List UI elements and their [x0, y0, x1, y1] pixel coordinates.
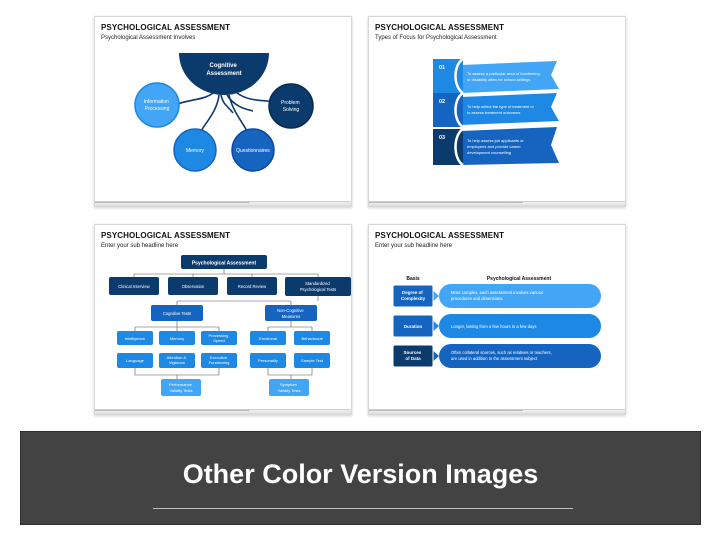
tree-connectors	[133, 269, 319, 379]
svg-text:Executive Functioning: Executive Functioning	[209, 355, 230, 365]
svg-text:Intelligence: Intelligence	[125, 336, 146, 341]
focus-list: 01 To assess a particular area of functi…	[433, 57, 559, 167]
slide-title: PSYCHOLOGICAL ASSESSMENT	[375, 23, 505, 32]
slide-subtitle: Types of Focus for Psychological Assessm…	[375, 35, 497, 41]
node-problem-label: Problem Solving	[281, 100, 301, 113]
cog-item-intelligence	[117, 331, 153, 345]
slide-footer-bar	[95, 201, 351, 206]
svg-text:Record Review: Record Review	[238, 284, 267, 289]
slide-subtitle: Psychological Assessment Involves	[101, 35, 196, 41]
node-questionnaires-label: Questionnaires	[236, 148, 270, 154]
slide-thumbnail-4[interactable]: PSYCHOLOGICAL ASSESSMENT Enter your sub …	[368, 224, 626, 415]
cog-item-memory	[159, 331, 195, 345]
slide-title: PSYCHOLOGICAL ASSESSMENT	[375, 231, 505, 240]
svg-text:Language: Language	[126, 358, 145, 363]
center-shape	[179, 53, 269, 95]
comparison-row-1: Degree of Complexity More complex, each …	[392, 284, 601, 308]
node-questionnaires	[231, 128, 275, 172]
focus-item-3: 03 To help assess job applicants or empl…	[433, 127, 559, 167]
node-information-processing	[134, 82, 180, 128]
noncog-item-behavioural	[294, 331, 330, 345]
cognitive-tests-box	[151, 305, 203, 321]
svg-text:Attention & Vigilance: Attention & Vigilance	[167, 355, 188, 365]
non-cognitive-label: Non-Cognitive Measures	[277, 308, 305, 319]
level1-standardized-label: Standardized Psychological Tests	[300, 281, 336, 292]
noncog-item-emotional	[250, 331, 286, 345]
svg-text:Memory: Memory	[170, 336, 184, 341]
svg-text:Duration: Duration	[404, 324, 423, 329]
comparison-table: Basis Psychological Assessment Degree of…	[392, 276, 601, 368]
focus-item-2: 02 To help select the type of treatment …	[433, 91, 559, 129]
cog-item-executive	[201, 353, 237, 368]
svg-text:Emotional: Emotional	[259, 336, 277, 341]
svg-text:Sources of Data: Sources of Data	[403, 350, 422, 361]
center-label: Cognitive Assessment	[206, 63, 241, 77]
col-basis-header: Basis	[406, 276, 420, 282]
root-box	[181, 255, 267, 269]
banner-underline	[153, 508, 573, 509]
svg-text:Performance Validity T: Performance Validity Tests	[169, 382, 193, 393]
focus-item-1: 01 To assess a particular area of functi…	[433, 57, 559, 95]
focus-text-1: To assess a particular area of functioni…	[467, 71, 541, 82]
svg-text:Observation: Observation	[182, 284, 205, 289]
non-cognitive-box	[265, 305, 317, 321]
svg-text:Personality: Personality	[258, 358, 278, 363]
cog-item-language	[117, 353, 153, 368]
svg-text:Clinical Interview: Clinical Interview	[118, 284, 150, 289]
level1-record-review	[227, 277, 277, 295]
focus-number-2: 02	[439, 99, 445, 105]
noncog-item-personality	[250, 353, 286, 368]
comparison-row-2: Duration Longer, lasting from a few hour…	[392, 314, 601, 338]
color-versions-banner: Other Color Version Images	[20, 431, 701, 525]
cog-item-processing-speed	[201, 331, 237, 345]
svg-text:Cognitive Tests: Cognitive Tests	[163, 311, 191, 316]
focus-text-2: To help select the type of treatment or …	[467, 104, 535, 115]
slide-footer-bar	[369, 201, 625, 206]
slide-footer-bar	[369, 409, 625, 414]
focus-text-3: To help assess job applicants or employe…	[467, 138, 525, 155]
performance-validity-box	[161, 379, 201, 396]
assessment-tree: Psychological Assessment Clinical Interv…	[109, 255, 351, 396]
node-problem-solving	[268, 83, 314, 129]
svg-text:More complex, each assessment: More complex, each assessment involves v…	[451, 290, 544, 301]
node-info-label: Information Processing	[144, 99, 170, 112]
svg-text:Often collateral sources, such: Often collateral sources, such as relati…	[451, 350, 553, 361]
slide-thumbnail-3[interactable]: PSYCHOLOGICAL ASSESSMENT Enter your sub …	[94, 224, 352, 415]
focus-number-1: 01	[439, 65, 445, 71]
level1-standardized-tests	[285, 277, 351, 296]
cognitive-diagram: Cognitive Assessment Information Process…	[134, 53, 314, 172]
col-pa-header: Psychological Assessment	[487, 276, 552, 282]
slide-thumbnail-2[interactable]: PSYCHOLOGICAL ASSESSMENT Types of Focus …	[368, 16, 626, 207]
root-label: Psychological Assessment	[192, 261, 257, 267]
svg-text:Behavioural: Behavioural	[301, 336, 322, 341]
level1-observation	[168, 277, 218, 295]
svg-text:Symptom Validity Tests: Symptom Validity Tests	[278, 382, 301, 393]
comparison-row-3: Sources of Data Often collateral sources…	[392, 344, 601, 368]
connector-lines	[170, 92, 282, 136]
slide-footer-bar	[95, 409, 351, 414]
node-memory-label: Memory	[186, 148, 205, 154]
level1-clinical-interview	[109, 277, 159, 295]
slide-subtitle: Enter your sub headline here	[101, 243, 179, 249]
slide-subtitle: Enter your sub headline here	[375, 243, 453, 249]
slide-title: PSYCHOLOGICAL ASSESSMENT	[101, 231, 231, 240]
cog-item-attention	[159, 353, 195, 368]
banner-title: Other Color Version Images	[182, 459, 539, 489]
symptom-validity-box	[269, 379, 309, 396]
focus-number-3: 03	[439, 135, 445, 141]
noncog-item-sample-test	[294, 353, 330, 368]
svg-text:Degree of Complexity: Degree of Complexity	[401, 290, 426, 301]
svg-text:Processing Speed: Processing Speed	[209, 333, 230, 343]
svg-text:Longer, lasting from a few hou: Longer, lasting from a few hours to a fe…	[451, 324, 536, 329]
svg-text:Sample Test: Sample Test	[301, 358, 324, 363]
slide-title: PSYCHOLOGICAL ASSESSMENT	[101, 23, 231, 32]
slide-thumbnail-1[interactable]: PSYCHOLOGICAL ASSESSMENT Psychological A…	[94, 16, 352, 207]
node-memory	[173, 128, 217, 172]
